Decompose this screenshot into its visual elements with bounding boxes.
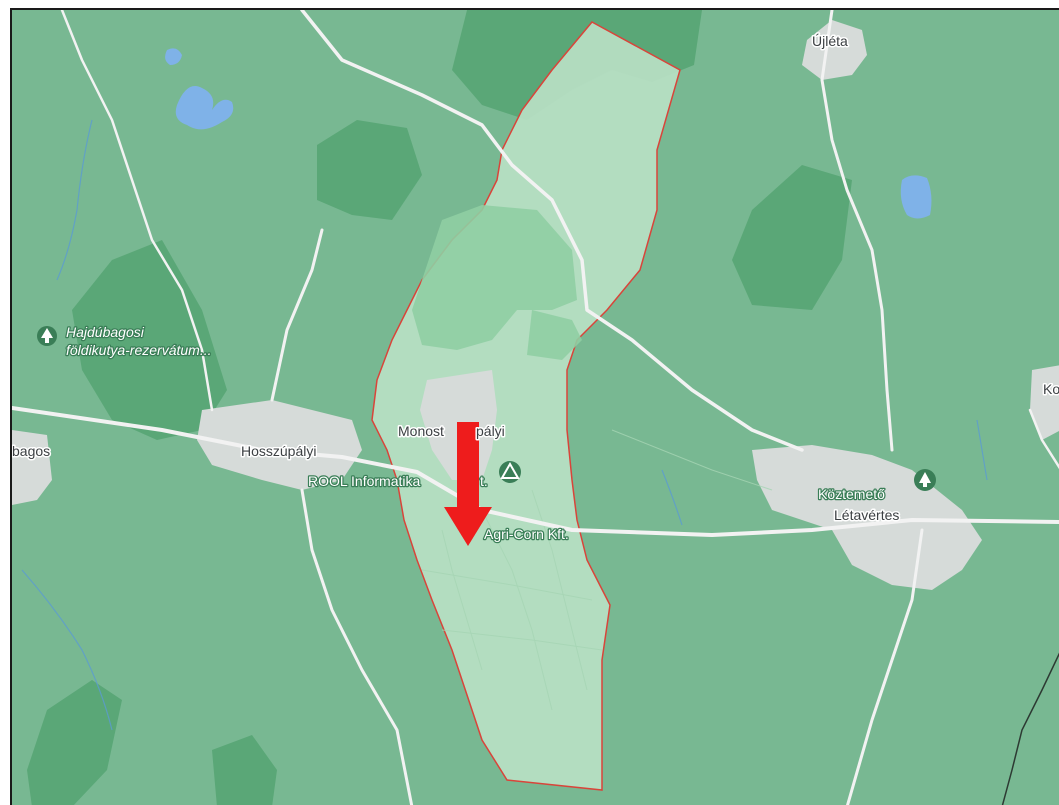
town-ujleta bbox=[802, 20, 867, 80]
forest-bottom-center bbox=[212, 735, 277, 805]
county-border-line bbox=[1001, 652, 1059, 805]
label-ujleta: Újléta bbox=[812, 33, 848, 49]
town-bagos-edge bbox=[12, 430, 52, 505]
cemetery-icon-koztemeto[interactable] bbox=[914, 469, 936, 491]
forest-left-strip bbox=[72, 240, 227, 440]
label-ko: Ko bbox=[1043, 381, 1059, 397]
label-reserve-line2[interactable]: földikutya-rezervátum... bbox=[65, 341, 213, 360]
camping-icon-rool[interactable] bbox=[499, 461, 521, 483]
forest-right-patch bbox=[732, 165, 852, 310]
park-icon-reserve[interactable] bbox=[37, 326, 57, 346]
lake-top-left bbox=[175, 86, 234, 130]
label-reserve-line1[interactable]: Hajdúbagosi bbox=[65, 323, 146, 342]
forest-bottom-left bbox=[27, 680, 122, 805]
label-agricorn[interactable]: Agri-Corn Kft. bbox=[483, 525, 570, 544]
map-frame: Újléta Hajdúbagosi földikutya-rezervátum… bbox=[10, 8, 1059, 805]
lake-right bbox=[900, 175, 932, 219]
label-letavertes: Létavértes bbox=[834, 507, 899, 523]
red-arrow-annotation bbox=[444, 422, 492, 546]
town-ko-edge bbox=[1030, 365, 1059, 440]
town-hosszupalyi bbox=[197, 400, 362, 490]
forest-upper-left-patch bbox=[317, 120, 422, 220]
streams bbox=[21, 119, 988, 731]
label-monostorpalyi-a: Monost bbox=[398, 423, 444, 439]
label-rool[interactable]: ROOL Informatika bbox=[307, 472, 422, 491]
label-koztemeto[interactable]: Köztemető bbox=[817, 485, 887, 504]
label-monostorpalyi-b: pályi bbox=[476, 423, 505, 439]
label-hosszupalyi: Hosszúpályi bbox=[241, 443, 316, 459]
field-lines bbox=[421, 429, 773, 711]
map-canvas[interactable]: Újléta Hajdúbagosi földikutya-rezervátum… bbox=[12, 10, 1059, 805]
lake-top-left-2 bbox=[165, 48, 182, 65]
label-rool-tail[interactable]: t. bbox=[479, 472, 489, 491]
forest-inside-area bbox=[412, 205, 577, 350]
label-bagos: bagos bbox=[12, 443, 50, 459]
forest-inside-area-south bbox=[527, 310, 582, 360]
